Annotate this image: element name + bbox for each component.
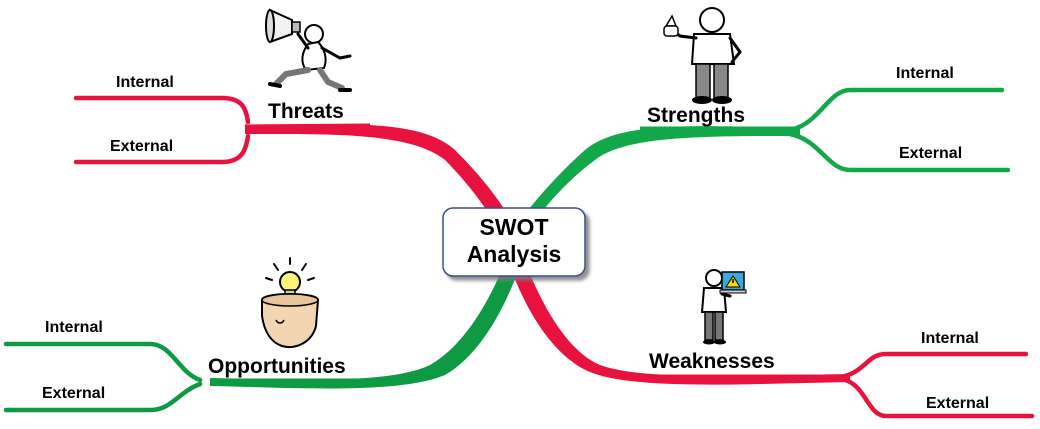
threats-external-label: External <box>110 138 173 155</box>
strengths-internal-label: Internal <box>896 65 954 82</box>
threats-underline <box>244 123 371 130</box>
center-node[interactable]: SWOT Analysis <box>442 207 586 277</box>
opportunities-external-line <box>3 381 203 413</box>
strengths-branch: Internal External Strengths <box>512 7 1011 238</box>
weaknesses-branch: Internal External Weaknesses <box>510 262 1035 419</box>
threats-internal-line <box>73 95 251 125</box>
center-node-box <box>442 207 586 277</box>
opportunities-internal-label: Internal <box>45 319 103 336</box>
center-title-line2: Analysis <box>467 241 562 267</box>
threats-connector <box>245 124 512 232</box>
weaknesses-external-label: External <box>926 395 989 412</box>
strengths-label: Strengths <box>647 104 745 127</box>
opportunities-branch: Internal External Opportunities <box>3 257 520 413</box>
opportunities-connector <box>210 262 520 389</box>
opportunities-label: Opportunities <box>208 355 346 378</box>
thumbs-up-man-icon <box>663 7 742 104</box>
strengths-external-label: External <box>899 145 962 162</box>
lightbulb-head-icon <box>261 257 320 348</box>
opportunities-external-label: External <box>42 385 105 402</box>
threats-label: Threats <box>268 100 344 123</box>
strengths-external-line <box>787 131 1011 173</box>
weaknesses-label: Weaknesses <box>649 350 775 373</box>
strengths-connector <box>512 126 800 238</box>
threats-external-line <box>73 133 251 165</box>
opportunities-internal-line <box>3 341 203 383</box>
weaknesses-internal-line <box>842 351 1029 379</box>
weaknesses-internal-label: Internal <box>921 330 979 347</box>
threats-internal-label: Internal <box>116 74 174 91</box>
center-title-line1: SWOT <box>480 214 549 240</box>
running-man-megaphone-icon <box>265 8 352 92</box>
threats-branch: Internal External Threats <box>73 8 512 232</box>
man-with-warning-laptop-icon <box>700 269 747 345</box>
strengths-internal-line <box>787 87 1005 133</box>
weaknesses-external-line <box>842 377 1035 419</box>
